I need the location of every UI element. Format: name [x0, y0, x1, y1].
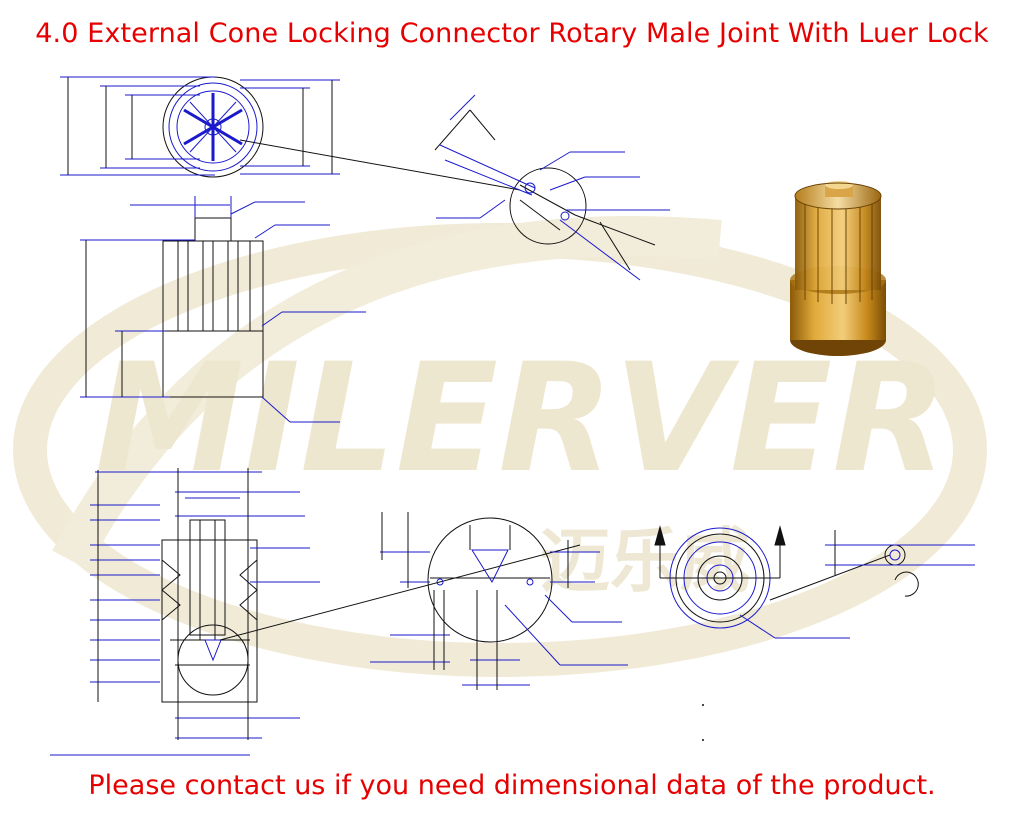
page-title: 4.0 External Cone Locking Connector Rota… — [35, 18, 989, 49]
side-view-drawing — [80, 196, 366, 423]
section-view-drawing — [50, 468, 581, 756]
watermark-chinese-text: 迈乐威 — [540, 520, 750, 602]
end-view-drawing — [60, 76, 521, 191]
product-3d-render — [790, 181, 886, 356]
stray-dot — [702, 739, 704, 741]
small-detail-view — [825, 530, 975, 597]
contact-footer: Please contact us if you need dimensiona… — [88, 770, 936, 801]
detail-view-top — [434, 94, 670, 281]
watermark-brand-text: MILERVER — [95, 332, 948, 506]
end-view-with-section-arrows — [654, 525, 891, 639]
stray-dot — [702, 704, 704, 706]
detail-view-bottom — [370, 512, 628, 690]
